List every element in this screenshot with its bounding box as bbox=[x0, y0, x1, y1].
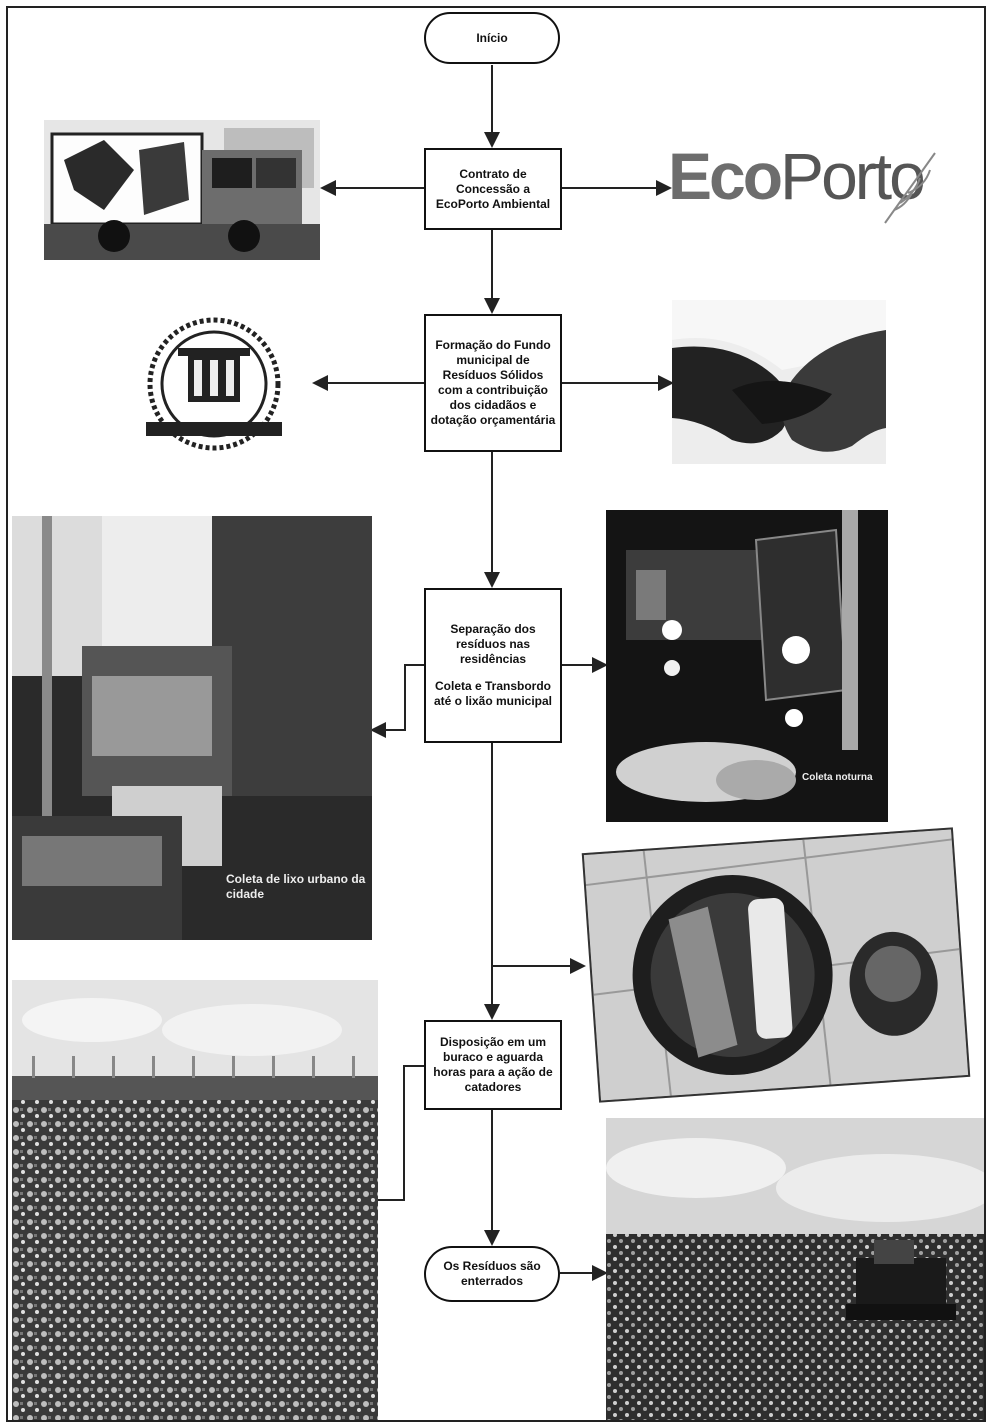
step-disposal-label: Disposição em um buraco e aguarda horas … bbox=[433, 1035, 553, 1094]
logo-part-eco: Eco bbox=[668, 139, 783, 213]
step-concession-label: Contrato de Concessão a EcoPorto Ambient… bbox=[435, 166, 551, 211]
trash-bin-photo bbox=[581, 827, 971, 1103]
municipal-seal bbox=[138, 312, 290, 458]
end-node: Os Resíduos são enterrados bbox=[424, 1246, 560, 1302]
step-disposal: Disposição em um buraco e aguarda horas … bbox=[424, 1020, 562, 1110]
end-label: Os Resíduos são enterrados bbox=[443, 1259, 541, 1288]
landfill-photo bbox=[12, 980, 378, 1420]
start-node: Início bbox=[424, 12, 560, 64]
night-photo-caption: Coleta noturna bbox=[802, 772, 873, 783]
step-fund-label: Formação do Fundo municipal de Resíduos … bbox=[430, 338, 556, 427]
step-collection-label: Coleta e Transbordo até o lixão municipa… bbox=[433, 679, 553, 708]
truck-photo bbox=[44, 120, 320, 260]
arrow-step3-to-street bbox=[370, 664, 424, 738]
landfill-bulldozer-photo bbox=[606, 1118, 984, 1420]
step-separation-collection: Separação dos resíduos nas residências C… bbox=[424, 588, 562, 743]
step-separation-label: Separação dos resíduos nas residências bbox=[450, 622, 536, 666]
street-photo-caption: Coleta de lixo urbano da cidade bbox=[226, 872, 366, 901]
page-frame bbox=[6, 6, 986, 1422]
arrow-step4-to-landfill bbox=[378, 1065, 424, 1201]
leaf-icon bbox=[884, 152, 936, 224]
ecoporto-logo: EcoPorto bbox=[668, 138, 926, 214]
night-collection-photo: Coleta noturna bbox=[606, 510, 888, 822]
start-label: Início bbox=[476, 30, 508, 45]
step-concession-contract: Contrato de Concessão a EcoPorto Ambient… bbox=[424, 148, 562, 230]
hands-photo bbox=[672, 300, 886, 464]
step-municipal-fund: Formação do Fundo municipal de Resíduos … bbox=[424, 314, 562, 452]
street-collection-photo: Coleta de lixo urbano da cidade bbox=[12, 516, 372, 940]
